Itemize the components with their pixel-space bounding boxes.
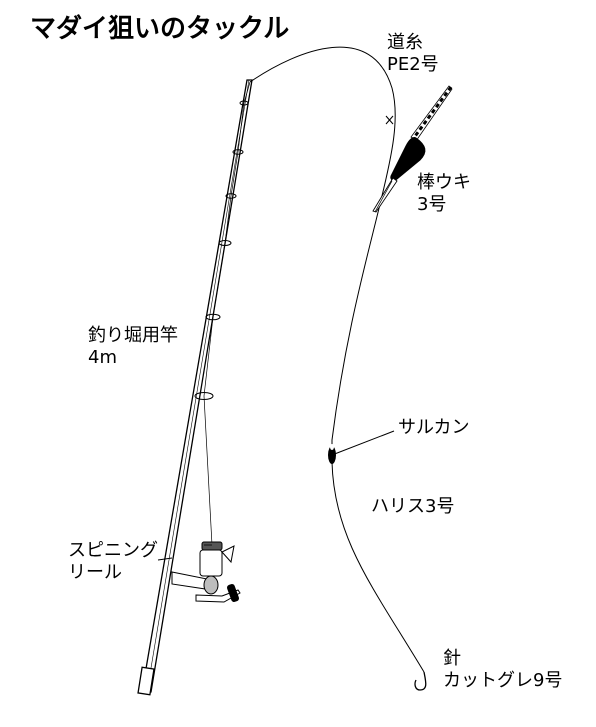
label-swivel: サルカン <box>398 417 469 439</box>
hook-name: 針 <box>443 648 461 669</box>
stopper-knot <box>385 115 394 125</box>
fishing-rod <box>137 79 253 696</box>
label-reel: スピニング リール <box>68 540 158 584</box>
hook <box>414 671 427 691</box>
leader-name: ハリス3号 <box>371 496 455 517</box>
reel-name-line2: リール <box>68 562 122 583</box>
label-main-line: 道糸 PE2号 <box>387 32 439 76</box>
hook-size: カットグレ9号 <box>443 670 563 691</box>
reel-name-line1: スピニング <box>68 540 158 561</box>
diagram-title: マダイ狙いのタックル <box>30 14 290 44</box>
line-along-rod <box>203 81 251 546</box>
float-size: 3号 <box>417 194 447 215</box>
float-name: 棒ウキ <box>417 172 471 193</box>
label-rod: 釣り堀用竿 4m <box>88 325 178 369</box>
label-hook: 針 カットグレ9号 <box>443 648 562 692</box>
spinning-reel <box>171 541 241 603</box>
main-line-name: 道糸 <box>387 32 423 53</box>
swivel-name: サルカン <box>398 417 470 438</box>
label-leader: ハリス3号 <box>371 496 454 518</box>
main-line <box>249 46 396 455</box>
float-bobber <box>372 85 453 213</box>
label-float: 棒ウキ 3号 <box>417 172 471 216</box>
main-line-size: PE2号 <box>387 54 439 75</box>
rod-length: 4m <box>88 347 117 368</box>
swivel <box>328 430 395 464</box>
rod-name: 釣り堀用竿 <box>88 325 178 346</box>
leader-line <box>331 461 425 673</box>
